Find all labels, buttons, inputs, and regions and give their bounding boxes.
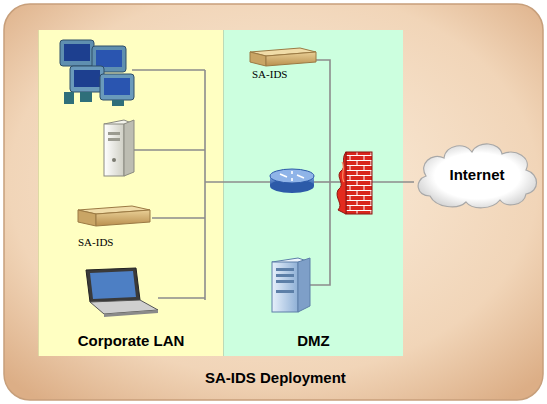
zone-label: Corporate LAN <box>78 332 185 349</box>
cloud-label: Internet <box>449 166 504 183</box>
device-label: SA-IDS <box>252 68 287 80</box>
device-label: SA-IDS <box>78 236 113 248</box>
diagram-title: SA-IDS Deployment <box>205 369 346 386</box>
zone-label: DMZ <box>297 332 330 349</box>
internet-cloud: Internet <box>412 136 542 212</box>
dmz-zone: DMZ <box>223 30 403 356</box>
